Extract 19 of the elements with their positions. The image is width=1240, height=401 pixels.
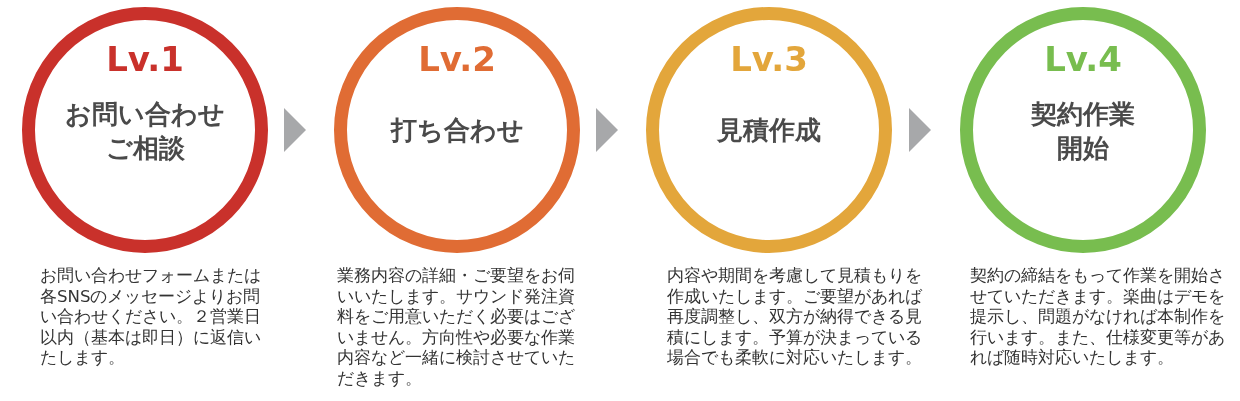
description-text: 契約の締結をもって作業を開始させていただきます。楽曲はデモを提示し、問題がなければ本制作を行います。また、仕様変更等があれば随時対応いたします。 [970, 266, 1226, 369]
step-circle [334, 7, 580, 253]
chevron-arrow [596, 108, 618, 152]
step-circle [22, 7, 268, 253]
step-title: 契約作業開始 [1031, 99, 1135, 163]
chevron-arrow [909, 108, 931, 152]
step-circle [960, 7, 1206, 253]
level-label: Lv.3 [730, 39, 808, 79]
step-title: お問い合わせご相談 [65, 99, 225, 163]
level-label: Lv.4 [1044, 39, 1122, 79]
level-label: Lv.2 [418, 39, 496, 79]
step-title: 打ち合わせ [390, 115, 524, 145]
chevron-arrow [284, 108, 306, 152]
step-circle [646, 7, 892, 253]
description-text: お問い合わせフォームまたは各SNSのメッセージよりお問い合わせください。２営業日以内（基本は即日）に返信いたします。 [40, 266, 262, 369]
description-text: 業務内容の詳細・ご要望をお伺いいたします。サウンド発注資料をご用意いただく必要はございません。方向性や必要な作業内容など一緒に検討させていただきます。 [337, 266, 576, 389]
step-title: 見積作成 [717, 115, 821, 145]
level-label: Lv.1 [106, 39, 184, 79]
description-text: 内容や期間を考慮して見積もりを作成いたします。ご要望があれば再度調整し、双方が納得できる見積にします。予算が決まっている場合でも柔軟に対応いたします。 [667, 266, 923, 369]
